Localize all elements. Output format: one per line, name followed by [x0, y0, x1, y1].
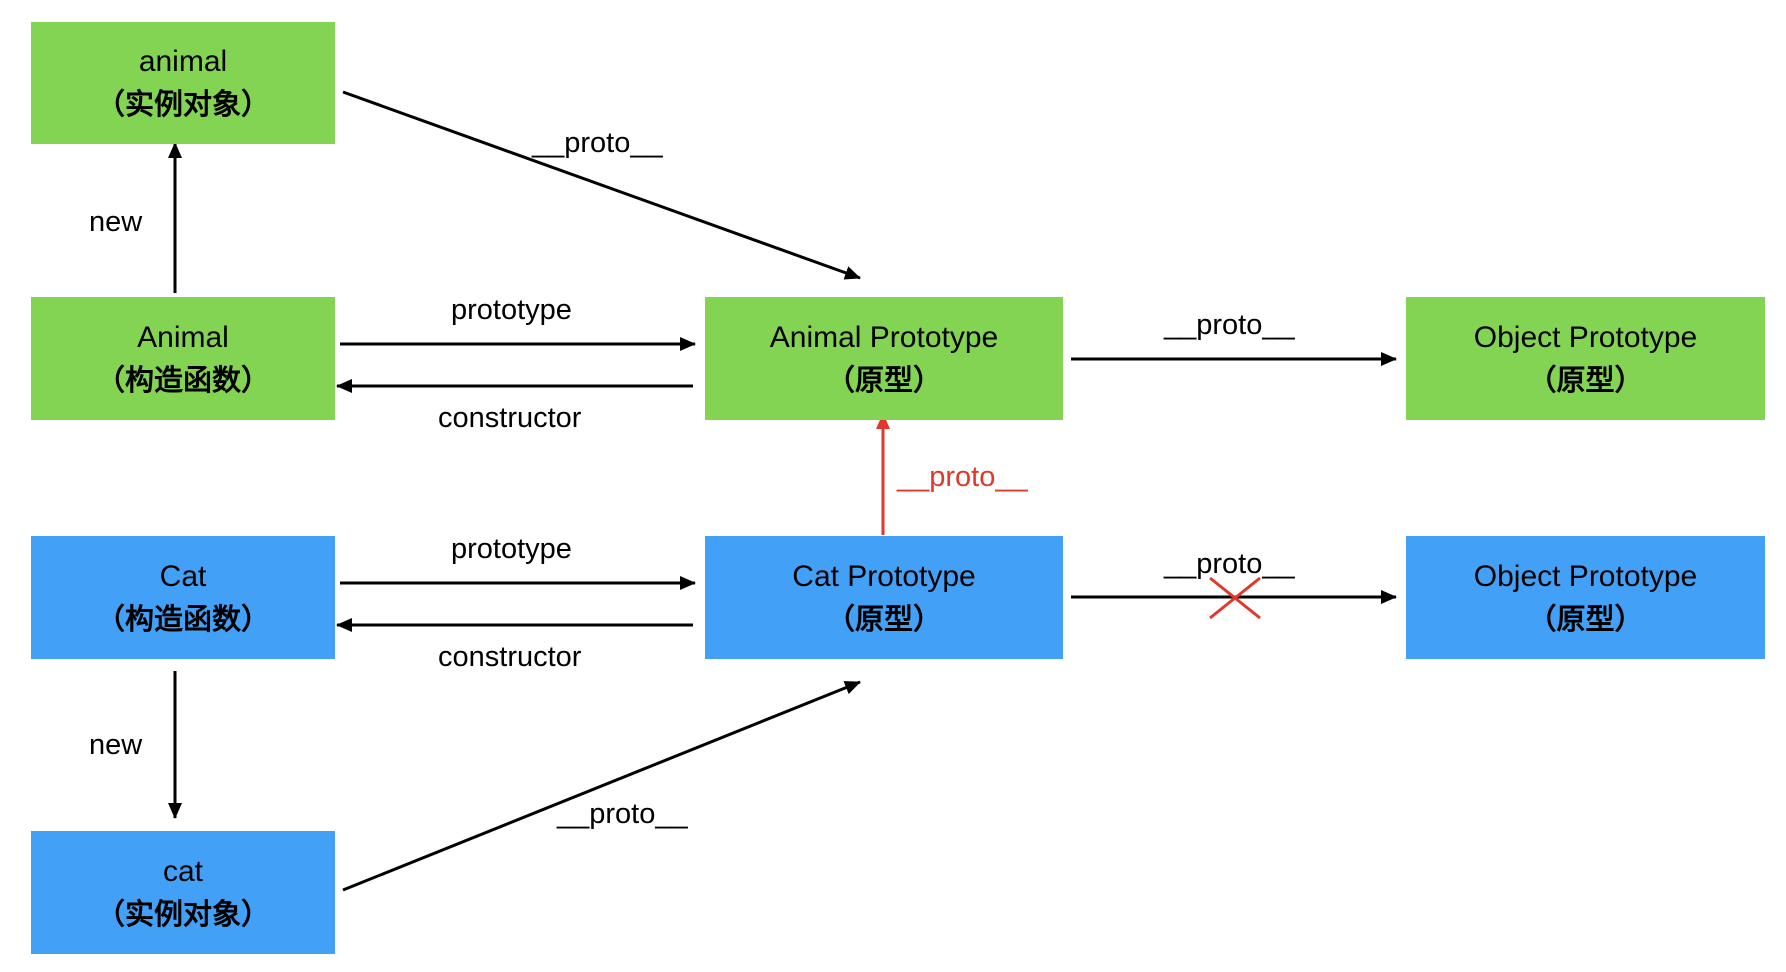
node-cat-prototype: Cat Prototype （原型） — [705, 536, 1063, 659]
label-animal-proto-proto: __proto__ — [1164, 309, 1295, 341]
node-object-prototype-top: Object Prototype （原型） — [1406, 297, 1765, 420]
label-cat-proto-to-animal: __proto__ — [897, 461, 1028, 493]
label-cat-proto-proto-removed: __proto__ — [1164, 548, 1295, 580]
node-animal-constructor: Animal （构造函数） — [31, 297, 335, 420]
label-cat-prototype: prototype — [451, 533, 572, 565]
node-animal-constructor-name: Animal — [137, 320, 229, 354]
node-animal-prototype: Animal Prototype （原型） — [705, 297, 1063, 420]
node-cat-constructor-name: Cat — [159, 559, 207, 593]
label-cat-instance-proto: __proto__ — [557, 798, 688, 830]
label-animal-instance-proto: __proto__ — [532, 127, 663, 159]
node-cat-prototype-name: Cat Prototype — [792, 559, 976, 593]
arrow-animal-instance-proto — [342, 90, 861, 280]
node-object-prototype-top-kind: （原型） — [1527, 362, 1644, 397]
node-animal-constructor-kind: （构造函数） — [95, 362, 270, 397]
label-cat-new: new — [89, 729, 143, 761]
cross-mark-line-b — [1209, 576, 1261, 620]
label-animal-new: new — [89, 206, 143, 238]
node-cat-instance-name: cat — [162, 854, 204, 888]
node-object-prototype-bottom: Object Prototype （原型） — [1406, 536, 1765, 659]
node-object-prototype-bottom-name: Object Prototype — [1473, 559, 1698, 593]
label-animal-prototype: prototype — [451, 294, 572, 326]
node-cat-instance-kind: （实例对象） — [95, 896, 270, 931]
node-animal-instance-kind: （实例对象） — [95, 87, 270, 121]
node-object-prototype-top-name: Object Prototype — [1473, 320, 1698, 354]
node-cat-prototype-kind: （原型） — [825, 601, 942, 636]
label-animal-constructor: constructor — [438, 402, 582, 434]
node-cat-constructor-kind: （构造函数） — [95, 601, 270, 636]
node-cat-constructor: Cat （构造函数） — [31, 536, 335, 659]
node-cat-instance: cat （实例对象） — [31, 831, 335, 954]
node-animal-prototype-name: Animal Prototype — [769, 320, 999, 354]
arrow-cat-instance-proto — [342, 680, 861, 892]
node-animal-instance: animal （实例对象） — [31, 22, 335, 144]
node-animal-prototype-kind: （原型） — [825, 362, 942, 397]
label-cat-constructor: constructor — [438, 641, 582, 673]
node-animal-instance-name: animal — [138, 45, 228, 78]
node-object-prototype-bottom-kind: （原型） — [1527, 601, 1644, 636]
